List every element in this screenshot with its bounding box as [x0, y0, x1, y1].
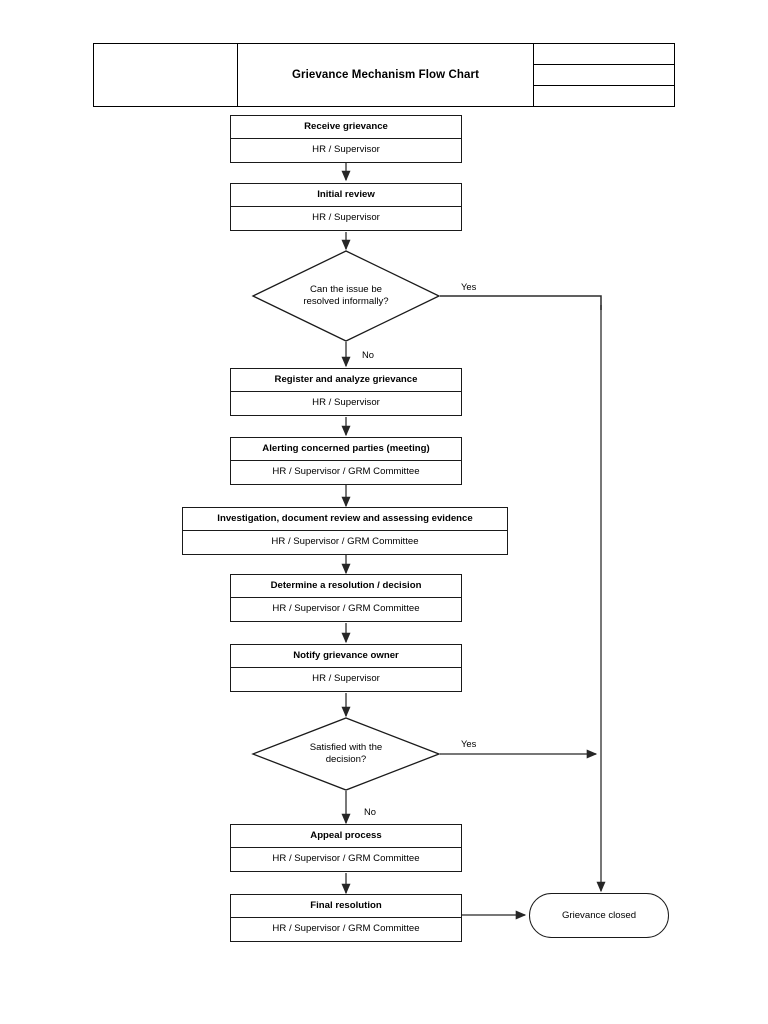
node-initial-review-title: Initial review: [231, 184, 461, 207]
node-decision-resolved-informally[interactable]: Can the issue be resolved informally?: [251, 250, 441, 342]
node-notify-grievance-owner[interactable]: Notify grievance owner HR / Supervisor: [230, 644, 462, 692]
node-final-resolution-actor: HR / Supervisor / GRM Committee: [272, 923, 420, 935]
node-determine-resolution[interactable]: Determine a resolution / decision HR / S…: [230, 574, 462, 622]
node-register-analyze-title: Register and analyze grievance: [231, 369, 461, 392]
node-decision-satisfied-with-decision[interactable]: Satisfied with the decision?: [251, 717, 441, 791]
decision1-yes-label: Yes: [461, 281, 477, 292]
node-initial-review-actor: HR / Supervisor: [312, 212, 380, 224]
decision2-diamond-shape: [251, 717, 441, 791]
decision1-no-label: No: [362, 349, 374, 360]
node-appeal-process-actor: HR / Supervisor / GRM Committee: [272, 853, 420, 865]
node-appeal-process[interactable]: Appeal process HR / Supervisor / GRM Com…: [230, 824, 462, 872]
node-receive-grievance[interactable]: Receive grievance HR / Supervisor: [230, 115, 462, 163]
title-block-right-cell: [534, 44, 674, 106]
node-alerting-parties-title: Alerting concerned parties (meeting): [231, 438, 461, 461]
title-block-right-row-2: [534, 65, 674, 86]
node-investigation-title: Investigation, document review and asses…: [183, 508, 507, 531]
node-grievance-closed[interactable]: Grievance closed: [529, 893, 669, 938]
node-appeal-process-title: Appeal process: [231, 825, 461, 848]
node-grievance-closed-label: Grievance closed: [561, 910, 637, 921]
node-receive-grievance-actor: HR / Supervisor: [312, 144, 380, 156]
title-block-left-cell: [94, 44, 238, 106]
node-receive-grievance-title: Receive grievance: [231, 116, 461, 139]
node-final-resolution-title: Final resolution: [231, 895, 461, 918]
node-register-analyze-actor: HR / Supervisor: [312, 397, 380, 409]
decision2-yes-label: Yes: [461, 738, 477, 749]
connector-decision1-yes-elbow: [440, 295, 602, 310]
decision2-no-label: No: [364, 806, 376, 817]
title-block-right-row-1: [534, 44, 674, 65]
title-block-right-row-3: [534, 86, 674, 106]
decision1-diamond-shape: [251, 250, 441, 342]
title-block-center-cell: Grievance Mechanism Flow Chart: [238, 44, 534, 106]
node-initial-review[interactable]: Initial review HR / Supervisor: [230, 183, 462, 231]
node-register-analyze-grievance[interactable]: Register and analyze grievance HR / Supe…: [230, 368, 462, 416]
node-determine-resolution-actor: HR / Supervisor / GRM Committee: [272, 603, 420, 615]
node-notify-owner-title: Notify grievance owner: [231, 645, 461, 668]
node-investigation[interactable]: Investigation, document review and asses…: [182, 507, 508, 555]
page-title: Grievance Mechanism Flow Chart: [291, 69, 480, 81]
node-alerting-concerned-parties[interactable]: Alerting concerned parties (meeting) HR …: [230, 437, 462, 485]
node-notify-owner-actor: HR / Supervisor: [312, 673, 380, 685]
node-final-resolution[interactable]: Final resolution HR / Supervisor / GRM C…: [230, 894, 462, 942]
node-determine-resolution-title: Determine a resolution / decision: [231, 575, 461, 598]
node-investigation-actor: HR / Supervisor / GRM Committee: [271, 536, 419, 548]
title-block-table: Grievance Mechanism Flow Chart: [93, 43, 675, 107]
node-alerting-parties-actor: HR / Supervisor / GRM Committee: [272, 466, 420, 478]
